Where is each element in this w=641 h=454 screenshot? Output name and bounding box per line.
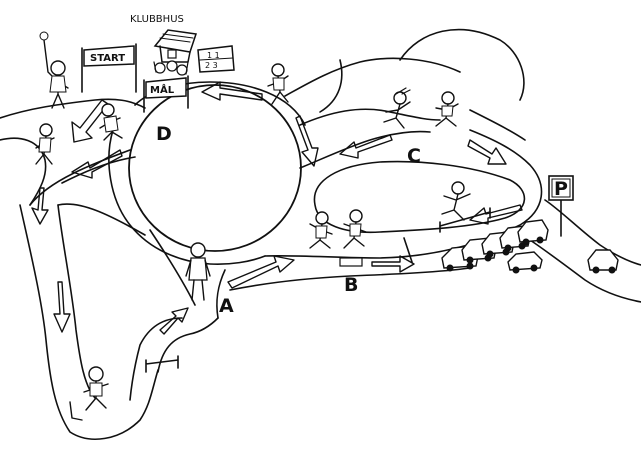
runner-icon bbox=[343, 209, 367, 249]
runner-icon bbox=[35, 123, 55, 165]
parking-label: P bbox=[554, 178, 568, 200]
runners bbox=[35, 31, 471, 411]
runner-icon bbox=[383, 87, 411, 129]
checkpoint-c-label: C bbox=[407, 145, 421, 167]
runner-icon bbox=[185, 242, 211, 301]
car-icon bbox=[587, 249, 619, 274]
runner-icon bbox=[39, 31, 69, 109]
finish-sign-label: MÅL bbox=[150, 83, 175, 96]
scoreboard-top: 1 1 bbox=[207, 51, 220, 60]
finish-banner bbox=[143, 75, 189, 113]
scoreboard-bottom: 2 3 bbox=[205, 61, 218, 70]
start-sign-label: START bbox=[90, 53, 125, 64]
parked-cars bbox=[441, 219, 619, 274]
scoreboard-icon bbox=[197, 45, 235, 73]
start-banner bbox=[81, 43, 137, 93]
car-icon bbox=[507, 251, 543, 274]
parking-sign-icon bbox=[548, 175, 574, 237]
checkpoint-a-label: A bbox=[219, 295, 234, 317]
checkpoint-d-label: D bbox=[156, 123, 172, 145]
runner-icon bbox=[83, 366, 109, 411]
runner-icon bbox=[99, 103, 123, 141]
clubhouse-label: KLUBBHUS bbox=[130, 14, 184, 25]
runner-icon bbox=[153, 60, 189, 76]
barrier-icon bbox=[145, 207, 491, 373]
runner-icon bbox=[309, 211, 333, 249]
runner-icon bbox=[441, 181, 471, 221]
clubhouse-icon bbox=[153, 29, 197, 63]
car-icon bbox=[517, 219, 549, 246]
runner-icon bbox=[267, 63, 289, 105]
checkpoint-b-label: B bbox=[344, 274, 358, 296]
runner-icon bbox=[435, 91, 459, 127]
